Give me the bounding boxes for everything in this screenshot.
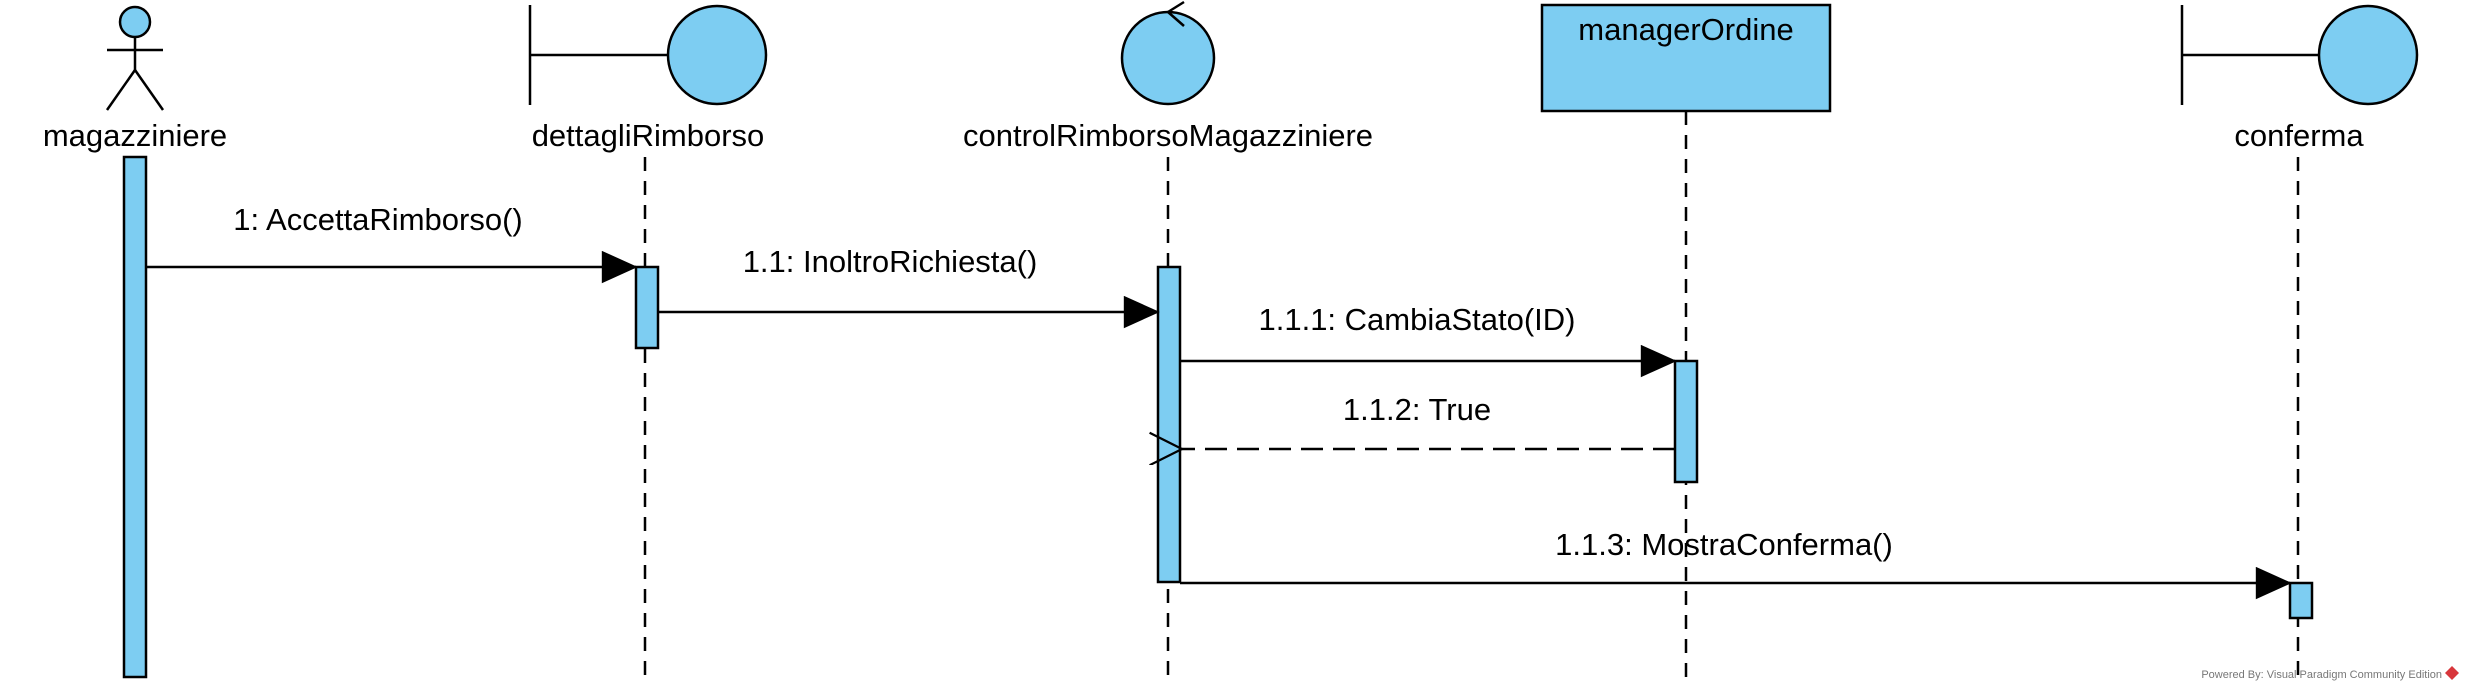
- participant-managerOrdine: managerOrdine: [1540, 3, 1832, 678]
- message-label: 1.1.3: MostraConferma(): [1555, 527, 1893, 562]
- message-1-1: 1.1: InoltroRichiesta(): [658, 244, 1160, 329]
- participant-magazziniere: magazziniere: [43, 5, 227, 679]
- participant-label: managerOrdine: [1578, 12, 1793, 47]
- activation-bar: [2288, 581, 2314, 620]
- footer-watermark: Powered By: Visual Paradigm Community Ed…: [2201, 666, 2459, 681]
- boundary-icon: [528, 4, 768, 106]
- activation-bar: [634, 265, 660, 350]
- class-box: [1540, 3, 1832, 113]
- activation-bar: [122, 155, 148, 679]
- participant-label: controlRimborsoMagazziniere: [963, 118, 1373, 153]
- message-1-1-2: 1.1.2: True: [1182, 392, 1675, 449]
- participant-label: dettagliRimborso: [532, 118, 765, 153]
- activation-bar: [1673, 359, 1699, 484]
- participant-label: magazziniere: [43, 118, 227, 153]
- control-icon: [1120, 0, 1216, 106]
- message-1-1-3: 1.1.3: MostraConferma(): [1180, 527, 2292, 600]
- message-label: 1.1.2: True: [1343, 392, 1491, 427]
- boundary-icon: [2180, 4, 2419, 106]
- actor-icon: [105, 5, 165, 111]
- message-1: 1: AccettaRimborso(): [146, 202, 638, 284]
- participant-conferma: conferma: [2180, 4, 2419, 678]
- participant-controlRimborsoMagazziniere: controlRimborsoMagazziniere: [963, 0, 1373, 678]
- footer-text: Powered By: Visual Paradigm Community Ed…: [2201, 669, 2442, 681]
- message-label: 1: AccettaRimborso(): [233, 202, 522, 237]
- participant-dettagliRimborso: dettagliRimborso: [528, 4, 768, 678]
- message-label: 1.1: InoltroRichiesta(): [743, 244, 1038, 279]
- message-1-1-1: 1.1.1: CambiaStato(ID): [1180, 302, 1677, 378]
- activation-bar: [1156, 265, 1182, 584]
- participant-label: conferma: [2234, 118, 2364, 153]
- message-label: 1.1.1: CambiaStato(ID): [1258, 302, 1575, 337]
- vp-logo-icon: [2445, 666, 2459, 680]
